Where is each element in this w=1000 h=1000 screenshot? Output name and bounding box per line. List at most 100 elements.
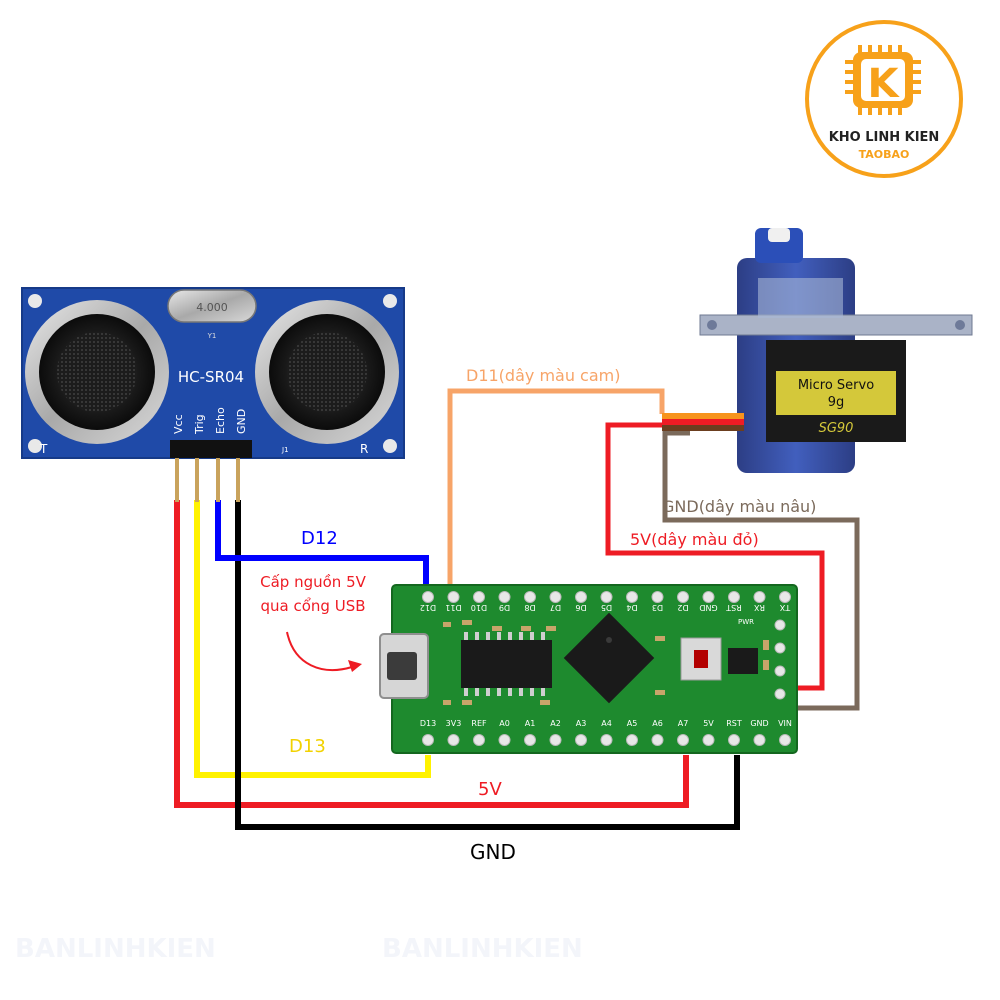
pin-hole-top <box>753 591 766 603</box>
pin-label-top: D8 <box>524 603 535 612</box>
pin-label-bottom: A7 <box>678 719 689 728</box>
pin-hole-top <box>626 591 638 603</box>
wires <box>174 388 860 830</box>
label-servo-gnd: GND(dây màu nâu) <box>662 497 816 516</box>
pin-hole-bottom <box>677 734 689 746</box>
pin-label-top: D11 <box>445 603 461 612</box>
logo-letter: K <box>868 61 901 107</box>
pin-hole-top <box>600 591 613 603</box>
servo-label-line3: SG90 <box>819 421 854 436</box>
reset-button <box>680 637 722 681</box>
pin-hole-bottom <box>575 734 587 746</box>
pin-hole-top <box>779 591 791 603</box>
voltage-regulator <box>728 648 758 674</box>
crystal-oscillator: 4.000 Y1 <box>167 289 257 340</box>
label-usb-line2: qua cổng USB <box>261 597 366 615</box>
servo-label-line2: 9g <box>828 395 845 410</box>
crystal-ref: Y1 <box>207 332 217 340</box>
label-bottom-gnd: GND <box>470 840 516 864</box>
pin-hole-icsp <box>774 665 786 677</box>
pin-hole-bottom <box>728 734 740 746</box>
pin-hole-bottom <box>600 734 613 746</box>
brand-logo: K KHO LINH KIEN TAOBAO <box>805 20 963 178</box>
pin-hole-top <box>447 591 460 603</box>
pin-label-trig: Trig <box>193 414 206 435</box>
pin-hole-top <box>651 591 664 603</box>
bottom-pin-holes <box>422 734 791 746</box>
pin-label-bottom: D13 <box>420 719 436 728</box>
usb-connector <box>379 633 429 699</box>
label-bottom-5v: 5V <box>478 779 502 800</box>
servo-label-line1: Micro Servo <box>798 378 874 393</box>
pin-label-top: D7 <box>550 603 561 612</box>
wire-gnd-gnd <box>235 500 740 830</box>
servo-motor: Micro Servo 9g SG90 <box>662 228 973 473</box>
wire-vcc-5v <box>174 500 689 808</box>
pin-label-top: D9 <box>499 603 510 612</box>
pin-label-bottom: A5 <box>627 719 638 728</box>
transmitter-transducer <box>25 300 169 444</box>
connection-labels: D11(dây màu cam) GND(dây màu nâu) 5V(dây… <box>260 366 816 864</box>
sensor-t-label: T <box>39 442 48 456</box>
pin-hole-bottom <box>422 734 434 746</box>
pin-hole-bottom <box>651 734 664 746</box>
pin-hole-top <box>422 591 434 603</box>
pin-hole-icsp <box>774 619 786 631</box>
wire-trig-d13 <box>194 500 431 778</box>
pin-label-vcc: Vcc <box>172 414 185 434</box>
pin-hole-top <box>524 591 536 603</box>
chip-icon: K <box>845 45 921 115</box>
pin-hole-bottom <box>498 734 511 746</box>
pin-hole-top <box>498 591 511 603</box>
pin-hole-bottom <box>626 734 638 746</box>
pin-label-bottom: RST <box>726 719 742 728</box>
pin-hole-bottom <box>753 734 766 746</box>
pin-hole-bottom <box>524 734 536 746</box>
watermarks: BANLINHKIEN BANLINHKIEN <box>15 934 583 964</box>
ultrasonic-sensor: 4.000 Y1 HC-SR04 T R J1 Vcc Trig Echo GN… <box>21 287 405 502</box>
usb-serial-chip <box>461 632 552 696</box>
label-usb-line1: Cấp nguồn 5V <box>260 573 366 591</box>
smd-components <box>443 620 769 705</box>
pin-label-top: RST <box>726 603 742 612</box>
pin-label-gnd: GND <box>235 409 248 434</box>
top-pin-holes <box>422 591 791 700</box>
wire-servo-signal-d11 <box>447 388 665 588</box>
pin-hole-bottom <box>549 734 562 746</box>
label-d11: D11(dây màu cam) <box>466 366 620 385</box>
sensor-header-pins <box>175 458 240 502</box>
pwr-label: PWR <box>738 618 754 626</box>
sensor-header-ref: J1 <box>281 446 289 454</box>
pin-hole-icsp <box>774 688 786 700</box>
pin-label-bottom: VIN <box>778 719 792 728</box>
pin-label-echo: Echo <box>214 407 227 434</box>
pin-label-bottom: 3V3 <box>446 719 462 728</box>
pin-hole-top <box>549 591 562 603</box>
pin-hole-bottom <box>447 734 460 746</box>
watermark-center: BANLINHKIEN <box>382 934 583 964</box>
pin-label-bottom: GND <box>750 719 768 728</box>
pin-hole-top <box>473 591 485 603</box>
pin-label-top: D4 <box>626 603 637 612</box>
pin-hole-top <box>677 591 689 603</box>
pin-label-bottom: A1 <box>525 719 536 728</box>
crystal-text: 4.000 <box>196 301 228 314</box>
pin-label-top: D5 <box>601 603 612 612</box>
logo-sub-text: TAOBAO <box>859 148 910 161</box>
pin-label-top: D2 <box>677 603 688 612</box>
pin-label-bottom: 5V <box>703 719 714 728</box>
label-d13: D13 <box>289 736 326 757</box>
pin-hole-bottom <box>473 734 485 746</box>
wire-echo-d12 <box>215 500 429 588</box>
pin-label-bottom: REF <box>471 719 487 728</box>
pin-label-bottom: A4 <box>601 719 612 728</box>
pin-label-top: D12 <box>420 603 436 612</box>
pin-hole-top <box>575 591 587 603</box>
pin-label-top: GND <box>699 603 717 612</box>
pin-label-top: TX <box>779 603 791 612</box>
wire-servo-gnd <box>662 430 860 711</box>
pin-label-bottom: A6 <box>652 719 663 728</box>
